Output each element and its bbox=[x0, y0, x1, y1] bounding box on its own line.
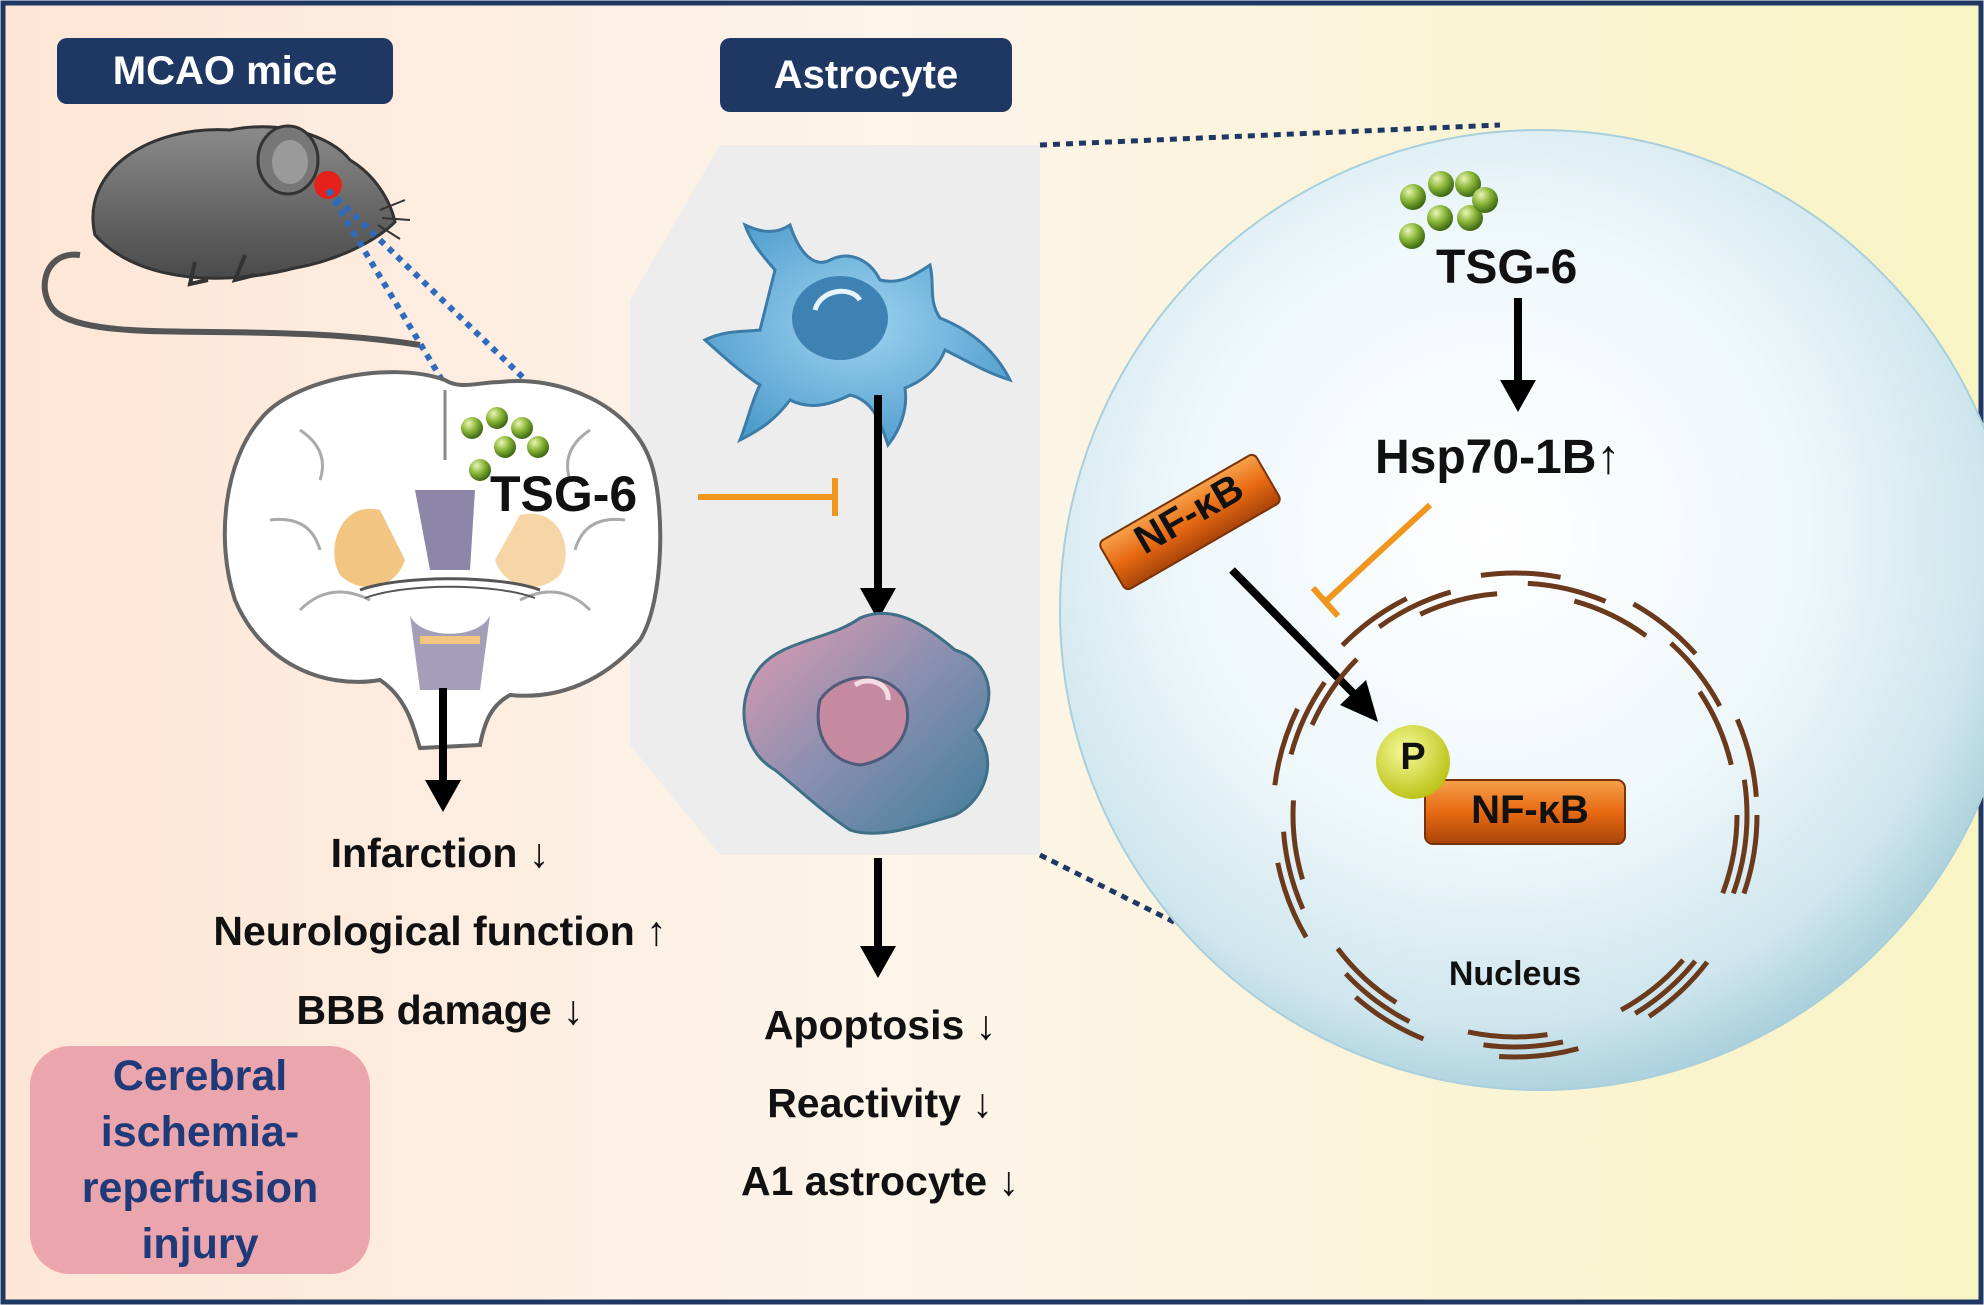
reactive-astrocyte-icon bbox=[742, 611, 991, 835]
phospho-label: P bbox=[1400, 736, 1426, 778]
nfkb-nucleus-label: NF-κB bbox=[1471, 788, 1589, 832]
outcome-infarction: Infarction ↓ bbox=[330, 830, 550, 876]
nfkb-cytoplasm-box bbox=[1099, 453, 1281, 591]
outcome-apoptosis: Apoptosis ↓ bbox=[763, 1002, 997, 1048]
tsg6-down-arrow bbox=[1500, 298, 1536, 412]
astrocyte-down-arrow bbox=[860, 395, 896, 620]
phospho-ball bbox=[1376, 725, 1450, 799]
reactive-down-arrow bbox=[860, 858, 896, 978]
mouse-icon bbox=[41, 124, 421, 348]
nucleus-label: Nucleus bbox=[1448, 955, 1582, 993]
brain-down-arrow bbox=[425, 688, 461, 812]
outcome-neurological-function: Neurological function ↑ bbox=[213, 908, 667, 954]
disease-line-2: ischemia- bbox=[100, 1108, 300, 1156]
brain-section-icon bbox=[222, 370, 663, 751]
disease-line-3: reperfusion bbox=[81, 1164, 319, 1212]
nfkb-translocation-arrow bbox=[1229, 567, 1378, 722]
outcome-a1-astrocyte: A1 astrocyte ↓ bbox=[740, 1158, 1019, 1204]
mouse-brain-dotted-left bbox=[325, 188, 448, 387]
disease-box: Cerebral ischemia- reperfusion injury bbox=[30, 1046, 370, 1274]
tsg6-inhibit-arrow bbox=[698, 478, 838, 516]
tsg6-cell-label: TSG-6 bbox=[1436, 241, 1578, 294]
outcome-reactivity: Reactivity ↓ bbox=[767, 1080, 993, 1126]
hsp70-label: Hsp70-1B↑ bbox=[1375, 431, 1621, 484]
tsg6-beads-cell bbox=[1399, 171, 1498, 249]
outcome-bbb-damage: BBB damage ↓ bbox=[296, 987, 584, 1033]
disease-line-1: Cerebral bbox=[112, 1052, 288, 1100]
tsg6-brain-label: TSG-6 bbox=[490, 466, 638, 522]
lesion-site bbox=[314, 171, 342, 199]
astrocyte-tag: Astrocyte bbox=[720, 38, 1012, 112]
tsg6-beads-brain bbox=[461, 407, 549, 481]
nfkb-nucleus-box bbox=[1424, 779, 1626, 845]
zoom-connector-top bbox=[1039, 122, 1501, 148]
mcao-mice-tag: MCAO mice bbox=[57, 38, 393, 104]
nucleus-membrane bbox=[1270, 570, 1760, 1060]
hsp70-inhibit-arrow bbox=[1310, 502, 1433, 618]
disease-line-4: injury bbox=[141, 1220, 259, 1268]
